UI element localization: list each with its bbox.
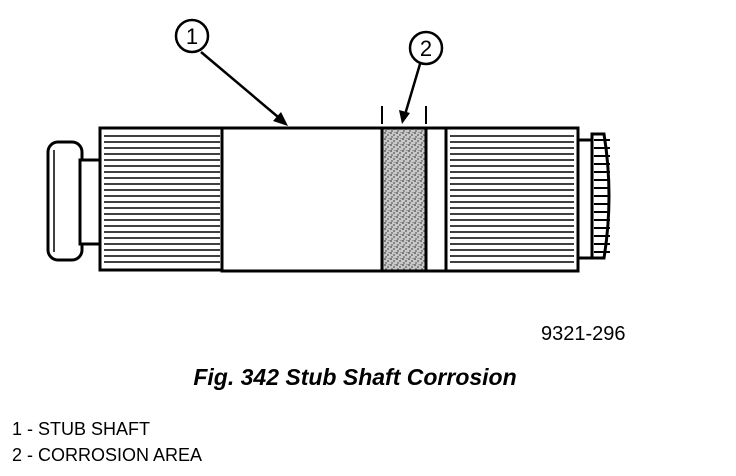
legend-item-corrosion-area: 2 - CORROSION AREA	[12, 445, 203, 465]
left-end-cap	[46, 140, 84, 262]
drawing-code: 9321-296	[541, 323, 626, 345]
right-journal-ring	[424, 126, 448, 273]
callout-2: 2	[381, 30, 444, 124]
left-splined-section	[98, 126, 226, 272]
right-end-gear	[590, 132, 611, 260]
callout-1-number: 1	[186, 24, 198, 49]
legend-item-stub-shaft: 1 - STUB SHAFT	[12, 419, 151, 439]
corrosion-area	[380, 126, 428, 273]
figure-caption: Fig. 342 Stub Shaft Corrosion	[193, 364, 517, 390]
stub-shaft-journal	[220, 126, 384, 273]
callout-2-number: 2	[420, 36, 432, 61]
right-splined-section	[444, 126, 580, 273]
right-collar	[576, 138, 594, 260]
legend: 1 - STUB SHAFT 2 - CORROSION AREA	[12, 416, 202, 468]
callout-1: 1	[174, 18, 288, 126]
